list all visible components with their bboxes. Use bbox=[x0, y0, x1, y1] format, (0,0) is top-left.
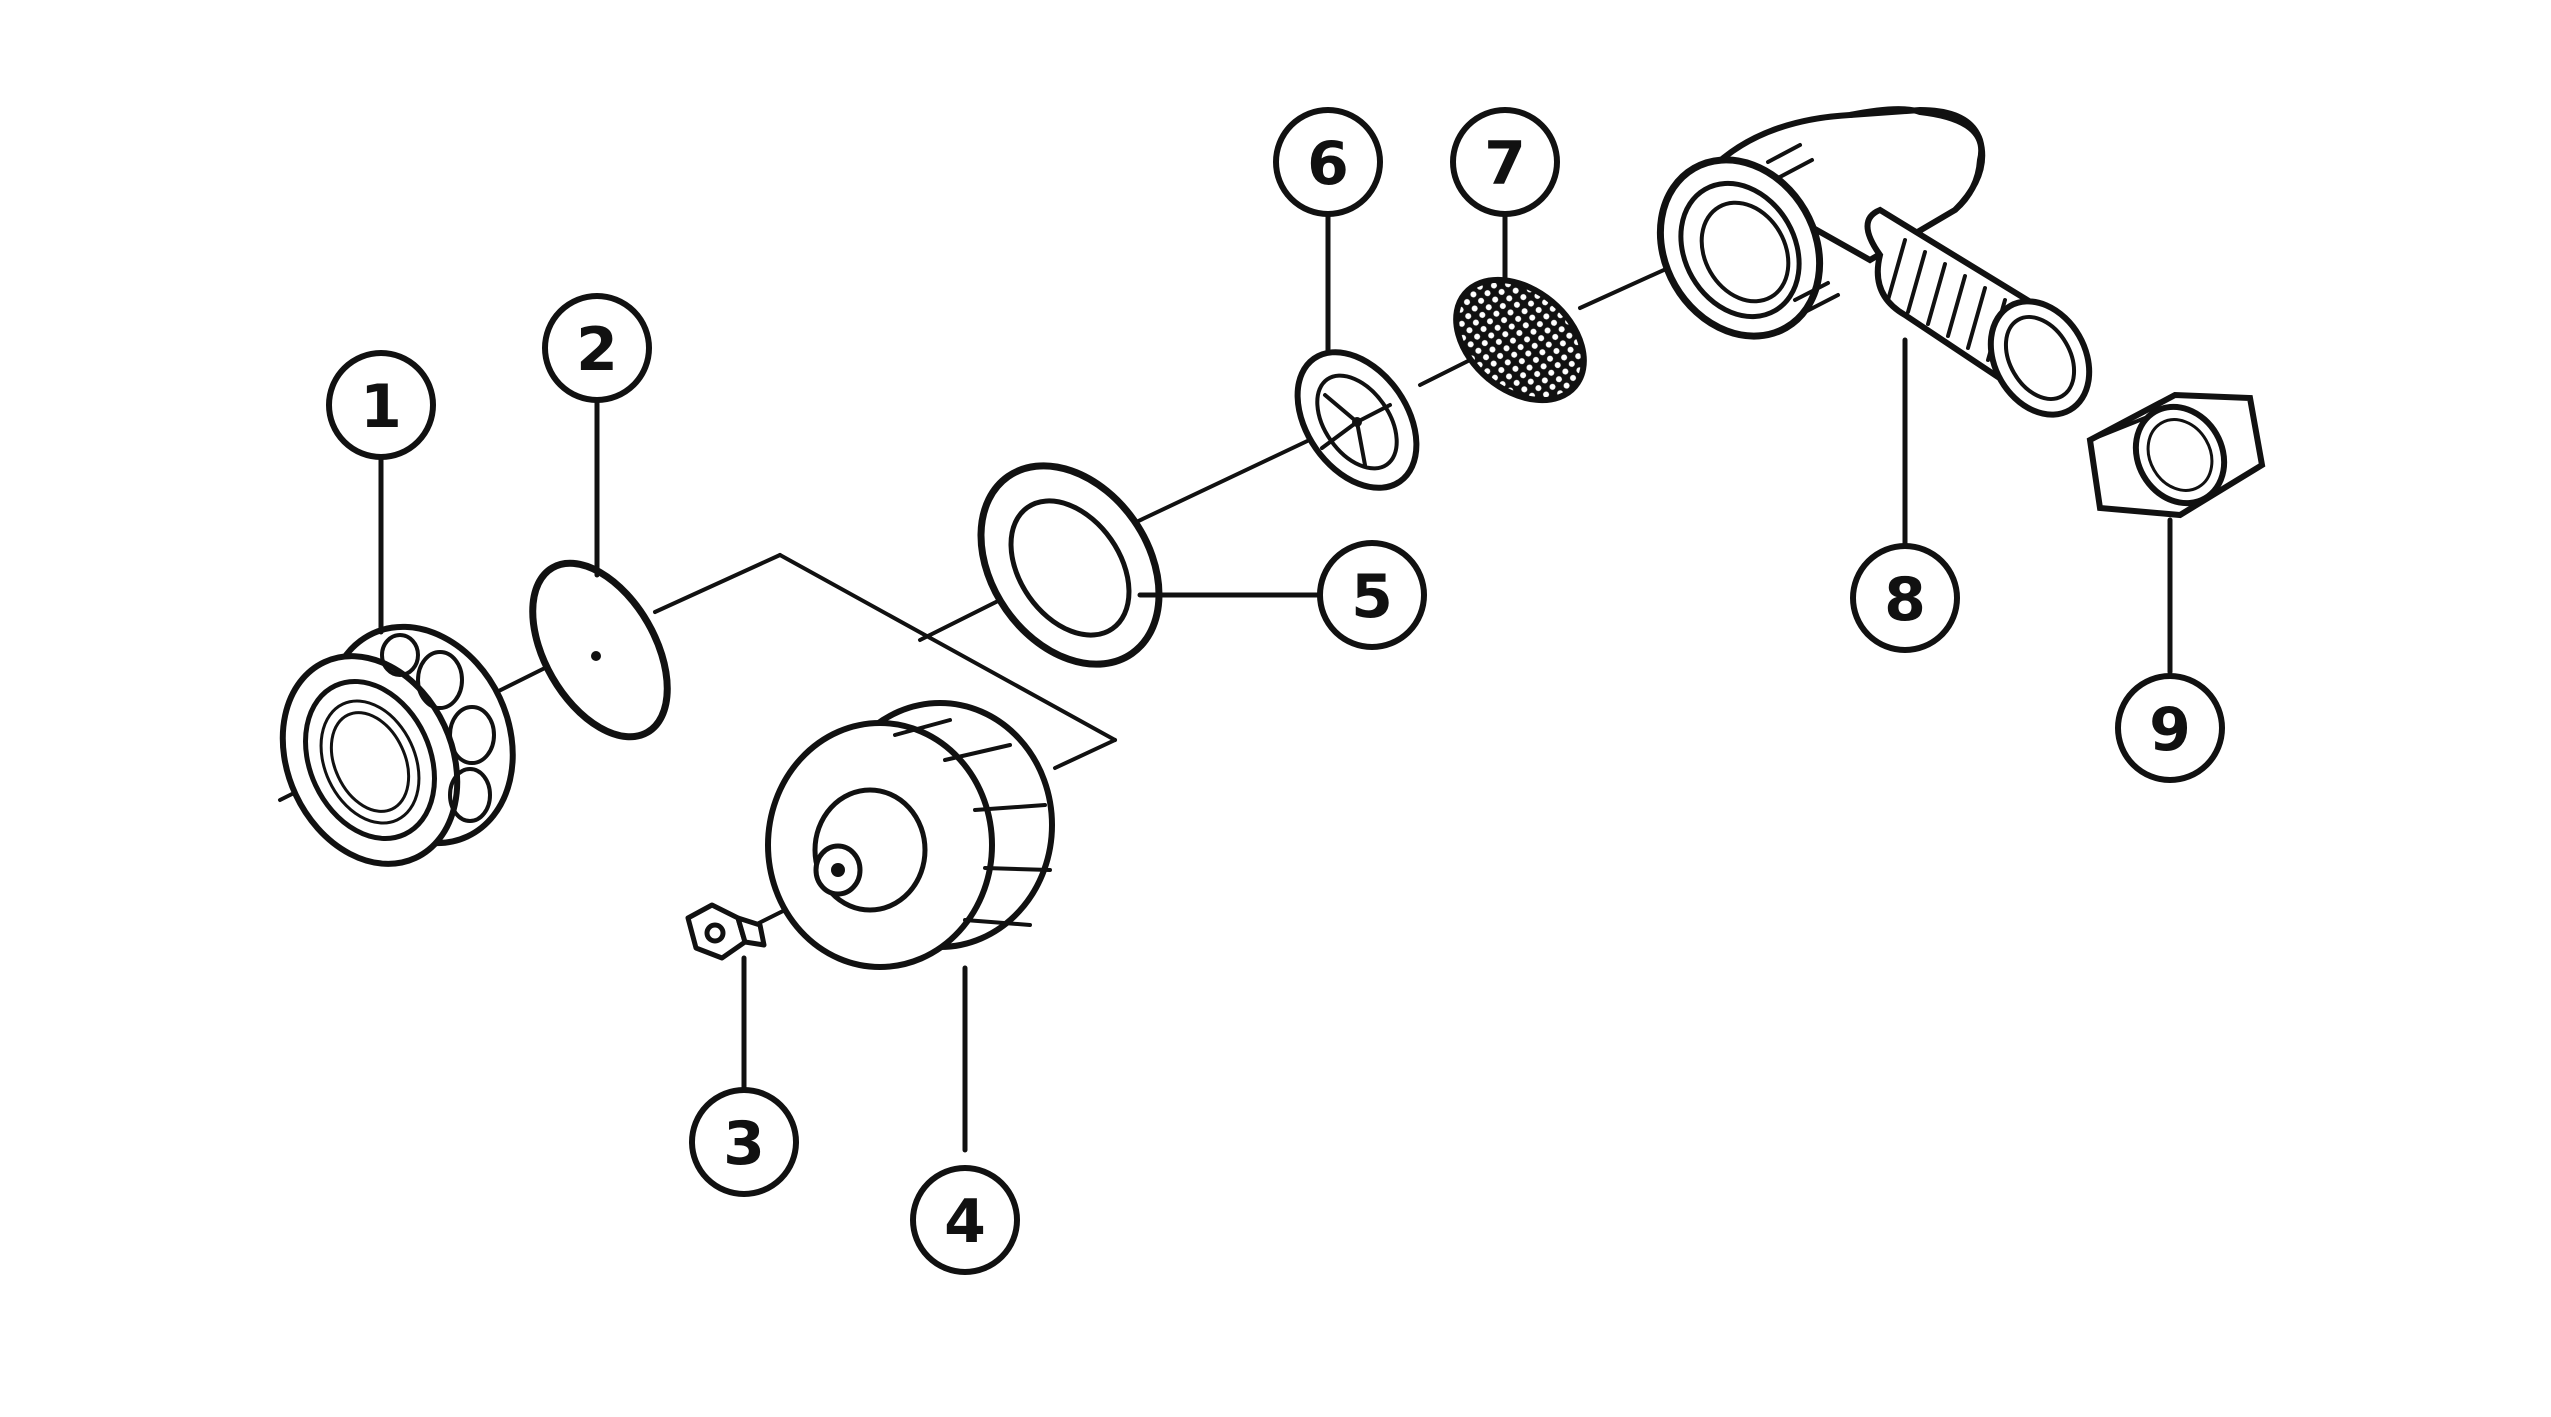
callout-5: 5 bbox=[1317, 540, 1427, 650]
washer-disc-part bbox=[529, 559, 671, 741]
coupling-nut-part bbox=[279, 623, 516, 867]
callout-number: 6 bbox=[1307, 129, 1349, 199]
callout-9: 9 bbox=[2115, 673, 2225, 783]
threaded-elbow-part bbox=[1656, 106, 2093, 418]
mesh-strainer-part bbox=[1453, 276, 1587, 404]
callout-1: 1 bbox=[326, 350, 436, 460]
callout-number: 4 bbox=[944, 1187, 986, 1257]
union-cap-part bbox=[765, 700, 1055, 970]
callout-number: 7 bbox=[1484, 129, 1526, 199]
callout-number: 3 bbox=[723, 1109, 765, 1179]
callout-number: 8 bbox=[1884, 565, 1926, 635]
flat-gasket-ring-part bbox=[977, 462, 1163, 668]
callout-4: 4 bbox=[910, 1165, 1020, 1275]
callout-2: 2 bbox=[542, 293, 652, 403]
callout-number: 5 bbox=[1351, 562, 1393, 632]
callout-7: 7 bbox=[1450, 107, 1560, 217]
callout-number: 2 bbox=[576, 315, 618, 385]
callout-8: 8 bbox=[1850, 543, 1960, 653]
hex-lock-nut-part bbox=[2086, 391, 2266, 519]
small-hex-nut-part bbox=[685, 902, 767, 961]
callout-6: 6 bbox=[1273, 107, 1383, 217]
callout-3: 3 bbox=[689, 1087, 799, 1197]
leader-lines bbox=[378, 192, 2173, 1153]
callout-number: 9 bbox=[2149, 695, 2191, 765]
callout-number: 1 bbox=[360, 372, 402, 442]
spoked-washer-part bbox=[1294, 349, 1420, 491]
